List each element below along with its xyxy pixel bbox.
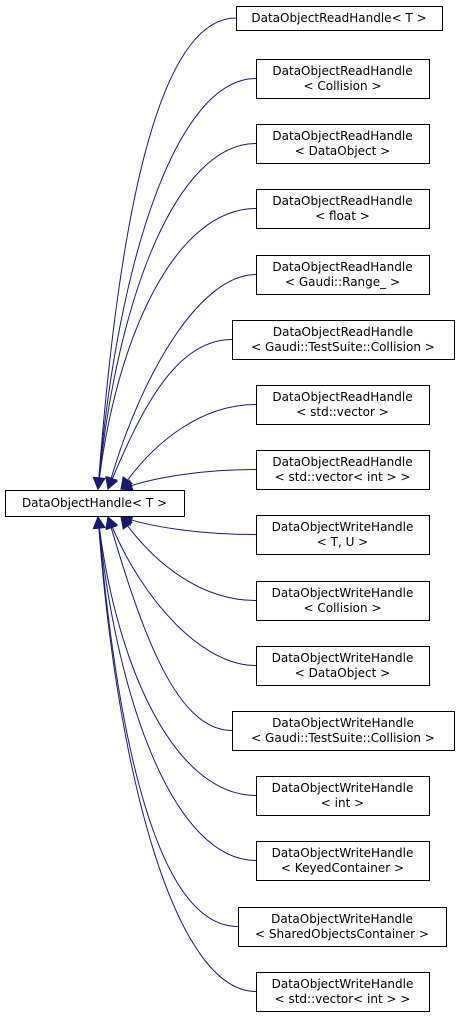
class-label-line: DataObjectWriteHandle <box>272 520 414 534</box>
class-label-line: < DataObject > <box>295 144 390 158</box>
class-label-line: DataObjectReadHandle <box>272 129 412 143</box>
inheritance-edge <box>131 469 257 487</box>
class-box <box>256 124 430 164</box>
edges-layer <box>92 17 257 992</box>
class-box <box>256 189 430 229</box>
class-label-line: < std::vector< int > > <box>275 470 411 484</box>
inheritance-arrowhead <box>92 515 106 529</box>
class-label-line: < int > <box>321 796 364 810</box>
class-box <box>256 515 430 555</box>
derived-class-node-dataobjectwritehandle-sharedobjectscontainer[interactable]: DataObjectWriteHandle< SharedObjectsCont… <box>238 907 447 947</box>
nodes-layer: DataObjectHandle< T > DataObjectReadHandl… <box>5 6 455 1012</box>
class-box <box>256 581 430 621</box>
class-label-line: DataObjectReadHandle <box>272 260 412 274</box>
class-label-line: < Collision > <box>304 79 382 93</box>
class-label-line: DataObjectWriteHandle <box>272 651 414 665</box>
inheritance-edge <box>110 527 233 731</box>
base-class-node[interactable]: DataObjectHandle< T > <box>5 490 185 517</box>
class-label-line: < Collision > <box>304 601 382 615</box>
class-box <box>256 255 430 295</box>
class-label-line: < std::vector > <box>296 405 388 419</box>
class-label-line: < float > <box>315 209 370 223</box>
class-label-line: < T, U > <box>317 535 368 549</box>
derived-class-node-dataobjectreadhandle-std-vector[interactable]: DataObjectReadHandle< std::vector > <box>256 385 430 425</box>
class-box <box>5 490 185 517</box>
derived-class-node-dataobjectwritehandle-int[interactable]: DataObjectWriteHandle< int > <box>256 776 430 816</box>
class-label-line: DataObjectReadHandle< T > <box>251 11 426 25</box>
class-label-line: DataObjectWriteHandle <box>272 781 414 795</box>
derived-class-node-dataobjectreadhandle-gaudi-range[interactable]: DataObjectReadHandle< Gaudi::Range_ > <box>256 255 430 295</box>
class-label-line: < std::vector< int > > <box>275 992 411 1006</box>
derived-class-node-dataobjectwritehandle-keyedcontainer[interactable]: DataObjectWriteHandle< KeyedContainer > <box>256 841 430 881</box>
class-label-line: < Gaudi::Range_ > <box>285 275 400 289</box>
class-label-line: DataObjectReadHandle <box>272 194 412 208</box>
class-label-line: DataObjectWriteHandle <box>272 846 414 860</box>
inheritance-edge <box>98 527 257 796</box>
class-label-line: DataObjectReadHandle <box>272 390 412 404</box>
class-box <box>238 907 447 947</box>
class-box <box>256 59 430 99</box>
inheritance-arrowhead <box>93 476 106 491</box>
class-box <box>256 841 430 881</box>
derived-class-node-dataobjectreadhandle-gaudi-testsuite-collision[interactable]: DataObjectReadHandle< Gaudi::TestSuite::… <box>232 320 455 360</box>
inheritance-arrowhead <box>105 515 118 530</box>
inheritance-edge <box>127 525 257 601</box>
derived-class-node-dataobjectwritehandle-collision[interactable]: DataObjectWriteHandle< Collision > <box>256 581 430 621</box>
inheritance-edge <box>98 208 257 479</box>
class-label-line: < SharedObjectsContainer > <box>255 927 429 941</box>
class-box <box>256 385 430 425</box>
derived-class-node-dataobjectreadhandle-dataobject[interactable]: DataObjectReadHandle< DataObject > <box>256 124 430 164</box>
derived-class-node-dataobjectwritehandle-std-vector-int[interactable]: DataObjectWriteHandle< std::vector< int … <box>256 972 430 1012</box>
inheritance-edge <box>98 527 239 927</box>
class-box <box>256 776 430 816</box>
class-label-line: DataObjectReadHandle <box>272 64 412 78</box>
inheritance-edge <box>98 78 257 479</box>
derived-class-node-dataobjectreadhandle-collision[interactable]: DataObjectReadHandle< Collision > <box>256 59 430 99</box>
inheritance-edge <box>111 526 257 666</box>
class-label-line: DataObjectWriteHandle <box>272 586 414 600</box>
class-box <box>232 711 455 751</box>
derived-class-node-dataobjectreadhandle-float[interactable]: DataObjectReadHandle< float > <box>256 189 430 229</box>
inheritance-edge <box>111 339 233 480</box>
inheritance-arrowhead <box>120 516 133 530</box>
class-label-line: DataObjectWriteHandle <box>272 716 414 730</box>
inheritance-edge <box>131 519 257 535</box>
derived-class-node-dataobjectwritehandle-gaudi-testsuite-collision[interactable]: DataObjectWriteHandle< Gaudi::TestSuite:… <box>232 711 455 751</box>
class-box <box>256 646 430 686</box>
inheritance-edge <box>98 17 237 479</box>
inheritance-arrowhead <box>106 475 119 491</box>
inheritance-edge <box>127 404 257 481</box>
inheritance-arrowhead <box>119 479 134 492</box>
class-box <box>232 320 455 360</box>
class-label-line: < KeyedContainer > <box>281 861 404 875</box>
class-label-line: DataObjectHandle< T > <box>22 496 167 510</box>
inheritance-edge <box>98 143 257 479</box>
inheritance-edge <box>98 527 257 861</box>
class-box <box>236 6 443 31</box>
inheritance-edge <box>98 527 257 992</box>
class-box <box>256 972 430 1012</box>
class-label-line: < DataObject > <box>295 666 390 680</box>
derived-class-node-dataobjectwritehandle-t-u[interactable]: DataObjectWriteHandle< T, U > <box>256 515 430 555</box>
derived-class-node-dataobjectreadhandle-std-vector-int[interactable]: DataObjectReadHandle< std::vector< int >… <box>256 450 430 490</box>
inheritance-edge <box>110 274 257 479</box>
class-label-line: DataObjectWriteHandle <box>272 977 414 991</box>
class-label-line: DataObjectReadHandle <box>273 325 413 339</box>
class-label-line: < Gaudi::TestSuite::Collision > <box>251 340 435 354</box>
class-box <box>256 450 430 490</box>
class-label-line: < Gaudi::TestSuite::Collision > <box>251 731 435 745</box>
class-label-line: DataObjectReadHandle <box>272 455 412 469</box>
derived-class-node-dataobjectwritehandle-dataobject[interactable]: DataObjectWriteHandle< DataObject > <box>256 646 430 686</box>
class-label-line: DataObjectWriteHandle <box>271 912 413 926</box>
derived-class-node-dataobjectreadhandle-t[interactable]: DataObjectReadHandle< T > <box>236 6 443 31</box>
